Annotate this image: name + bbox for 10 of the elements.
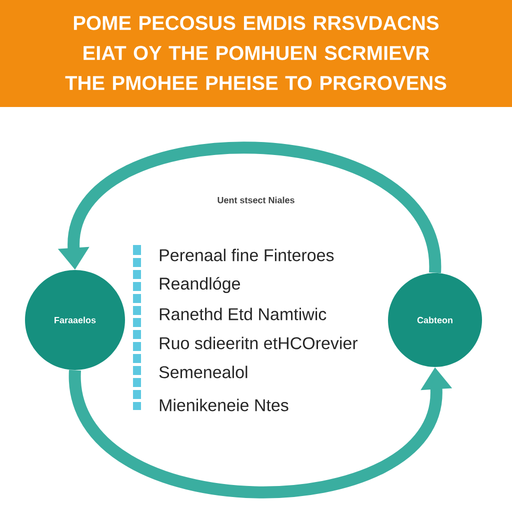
list-item: Ruo sdieeritn etHCOrevier xyxy=(160,336,358,350)
list-item: Mienikeneie Ntes xyxy=(160,398,288,412)
header-banner: POME PECOSUS EMDIS RRSVDACNS EIAT OY THE POMHUEN SCRMIEVR THE PMOHEE PHEISE TO PRGROVENS xyxy=(0,0,512,107)
circle-node: Faraaelos xyxy=(25,270,125,370)
list-heading: Uent stsect Niales xyxy=(218,196,294,204)
list-item: Perenaal fine Finteroes xyxy=(160,248,334,262)
list-item: Semenealol xyxy=(159,366,248,378)
list-item: Reandlóge xyxy=(160,276,240,294)
list-item: Ranethd Etd Namtiwic xyxy=(160,308,326,320)
circle-node: Cabteon xyxy=(388,273,482,367)
